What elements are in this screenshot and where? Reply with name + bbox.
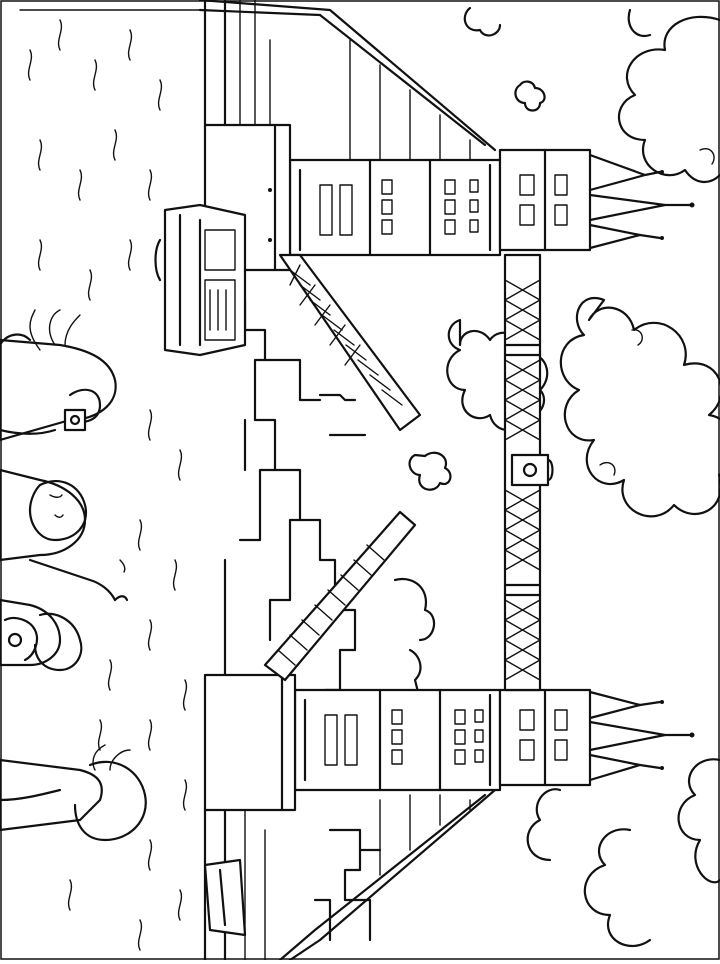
suspension-chains	[198, 0, 497, 962]
left-tower-windows	[319, 179, 479, 236]
right-tower	[203, 673, 695, 812]
small-boat	[203, 858, 247, 937]
boy-pointing	[0, 468, 129, 602]
girl-with-camera	[0, 309, 117, 442]
cloud-tiny-top	[463, 6, 546, 112]
cloud-bottom-right	[526, 758, 720, 948]
cloud-top-right	[617, 8, 720, 183]
high-level-walkway	[503, 253, 554, 692]
city-skyline	[223, 298, 436, 942]
left-tower-spires	[588, 153, 695, 250]
right-tower-spires	[588, 690, 695, 782]
raised-bascules	[263, 253, 422, 682]
ferry-boat	[154, 203, 247, 357]
child-with-backpack	[0, 598, 83, 672]
river-water	[19, 9, 201, 951]
left-tower	[203, 123, 695, 272]
cloud-large-center	[559, 296, 720, 518]
right-tower-windows	[324, 709, 484, 766]
woman-foreground	[0, 744, 147, 842]
